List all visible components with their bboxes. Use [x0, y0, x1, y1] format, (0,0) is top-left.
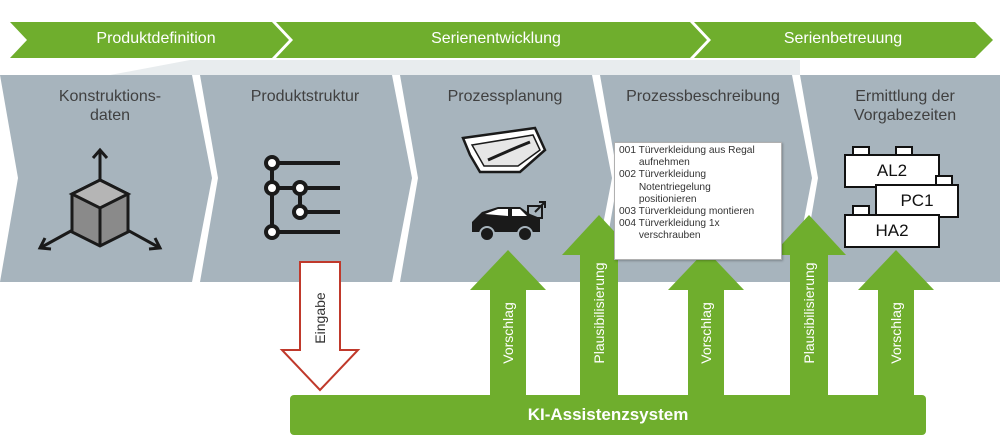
- step-label-5: Ermittlung der Vorgabezeiten: [815, 87, 995, 125]
- step-label-3: Prozessplanung: [447, 88, 563, 105]
- phase-label-3: Serienbetreuung: [783, 30, 903, 47]
- tree-structure-icon: [264, 155, 340, 240]
- car-and-part-icon: [461, 126, 547, 242]
- suggestion-label-1: Vorschlag: [500, 302, 516, 364]
- phase-chevron-3: [694, 22, 993, 58]
- phase-label-2: Serienentwicklung: [431, 30, 561, 47]
- step-label-2: Produktstruktur: [250, 88, 360, 105]
- step-chevron-3: [400, 75, 612, 282]
- document-icon: 001 Türverkleidung aus Regal aufnehmen 0…: [614, 142, 782, 260]
- doc-line-6: 003 Türverkleidung montieren: [619, 206, 755, 218]
- step-label-5-line-1: Ermittlung der: [855, 88, 955, 105]
- input-label: Eingabe: [312, 292, 328, 344]
- step-chevron-1: [0, 75, 212, 282]
- suggestion-label-3: Vorschlag: [888, 302, 904, 364]
- ki-system-label: KI-Assistenzsystem: [527, 405, 689, 424]
- step-label-1: Konstruktions- daten: [20, 87, 200, 125]
- step-label-5-line-2: Vorgabezeiten: [853, 107, 957, 124]
- background-band: [110, 60, 800, 75]
- suggestion-arrow-1: [470, 250, 546, 395]
- ki-system-bar: [290, 395, 926, 435]
- plausibility-label-2: Plausibilisierung: [801, 262, 817, 364]
- step-label-4: Prozessbeschreibung: [626, 88, 780, 105]
- doc-line-8: verschrauben: [619, 230, 701, 242]
- step-chevron-2: [200, 75, 412, 282]
- input-arrow: [279, 261, 361, 392]
- step-label-1-line-1: Konstruktions-: [58, 88, 162, 105]
- doc-line-1: 001 Türverkleidung aus Regal: [619, 145, 755, 156]
- doc-line-3: 002 Türverkleidung: [619, 169, 707, 181]
- step-label-1-line-2: daten: [89, 107, 131, 124]
- block-ha2: HA2: [844, 214, 940, 248]
- plausibility-arrow-1: [562, 215, 636, 395]
- block-pc1: PC1: [875, 184, 959, 218]
- plausibility-arrow-2: [772, 215, 846, 395]
- suggestion-arrow-3: [858, 250, 934, 395]
- doc-line-4: Notentriegelung: [619, 181, 711, 193]
- suggestion-arrow-2: [668, 250, 744, 395]
- 3d-cube-icon: [37, 147, 163, 251]
- plausibility-label-1: Plausibilisierung: [591, 262, 607, 364]
- block-al2: AL2: [844, 154, 940, 188]
- phase-chevron-1: [10, 22, 289, 58]
- doc-line-7: 004 Türverkleidung 1x: [619, 218, 720, 230]
- doc-line-2: aufnehmen: [619, 157, 690, 169]
- phase-label-1: Produktdefinition: [96, 30, 216, 47]
- doc-line-5: positionieren: [619, 193, 697, 205]
- phase-chevron-2: [276, 22, 707, 58]
- suggestion-label-2: Vorschlag: [698, 302, 714, 364]
